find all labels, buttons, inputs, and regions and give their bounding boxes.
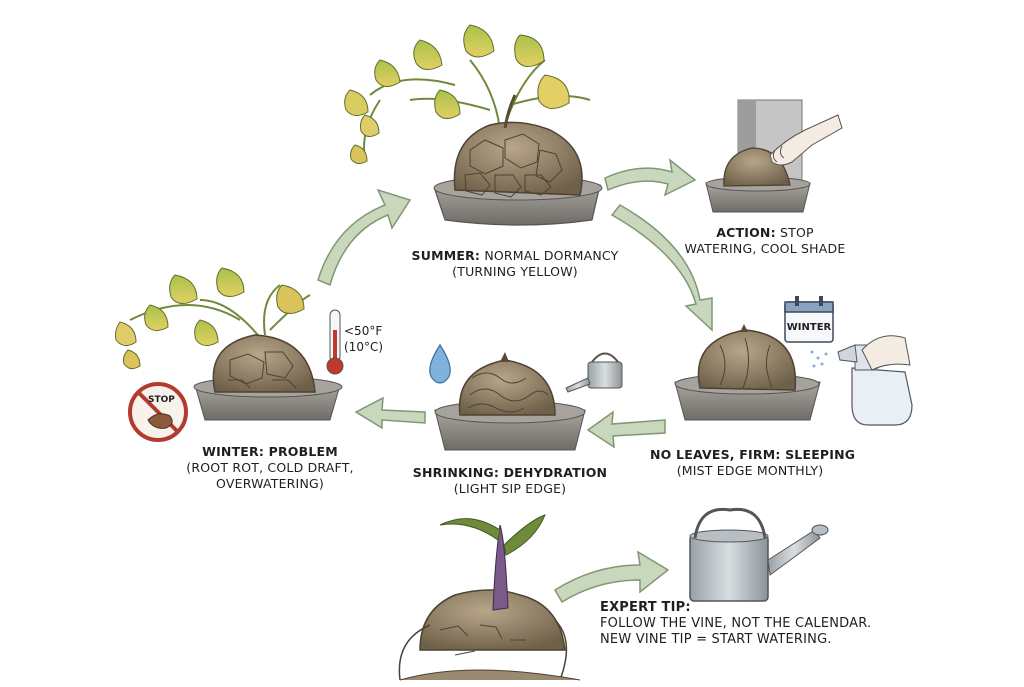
summer-label: SUMMER: NORMAL DORMANCY (TURNING YELLOW): [395, 248, 635, 280]
stop-sign-icon: [128, 382, 188, 442]
arrow-winter-to-summer: [317, 188, 412, 287]
thermometer-temp-c: (10°C): [344, 340, 383, 354]
action-label: ACTION: STOP WATERING, COOL SHADE: [680, 225, 850, 257]
shrinking-label: SHRINKING: DEHYDRATION (LIGHT SIP EDGE): [400, 465, 620, 497]
expert-tip: EXPERT TIP: FOLLOW THE VINE, NOT THE CAL…: [600, 600, 871, 648]
winter-problem-label-head: WINTER: PROBLEM: [202, 444, 338, 459]
thermometer-temp-f: <50°F: [344, 324, 382, 338]
action-plant-illustration: [705, 99, 843, 213]
small-watering-can-icon: [565, 352, 623, 393]
new-vine-tuber-illustration: [398, 514, 581, 681]
action-label-sub: WATERING, COOL SHADE: [684, 241, 846, 256]
water-drop-icon: [429, 343, 451, 384]
arrow-shrinking-to-winter: [354, 396, 426, 430]
action-label-head-rest: STOP: [779, 225, 814, 240]
calendar-icon: [784, 296, 834, 343]
spray-bottle-icon: [810, 335, 913, 426]
expert-tip-head: EXPERT TIP:: [600, 600, 691, 615]
winter-problem-label-sub1: (ROOT ROT, COLD DRAFT,: [186, 460, 354, 475]
sleeping-label-sub: (MIST EDGE MONTHLY): [676, 463, 824, 478]
large-watering-can-icon: [689, 507, 829, 602]
shrinking-label-sub: (LIGHT SIP EDGE): [453, 481, 567, 496]
shrinking-plant-illustration: [434, 352, 586, 451]
sleeping-label-head: NO LEAVES, FIRM: SLEEPING: [650, 447, 856, 462]
arrow-tip: [553, 550, 670, 604]
summer-label-head-rest: NORMAL DORMANCY: [484, 248, 619, 263]
arrow-action-to-sleeping: [610, 204, 713, 332]
expert-tip-line1: FOLLOW THE VINE, NOT THE CALENDAR.: [600, 616, 872, 631]
calendar-text: WINTER: [787, 322, 832, 333]
shrinking-label-head: SHRINKING: DEHYDRATION: [412, 465, 608, 480]
arrow-summer-to-action: [604, 158, 697, 197]
winter-problem-label: WINTER: PROBLEM (ROOT ROT, COLD DRAFT, O…: [170, 444, 370, 492]
summer-label-sub: (TURNING YELLOW): [452, 264, 578, 279]
summer-label-head: SUMMER:: [411, 248, 481, 263]
winter-problem-plant-illustration: [115, 267, 343, 421]
expert-tip-line2: NEW VINE TIP = START WATERING.: [600, 632, 832, 647]
sleeping-plant-illustration: [674, 324, 821, 421]
arrow-sleeping-to-shrinking: [586, 410, 666, 449]
winter-problem-label-sub2: OVERWATERING): [216, 476, 324, 491]
summer-plant-illustration: [344, 24, 603, 226]
sleeping-label: NO LEAVES, FIRM: SLEEPING (MIST EDGE MON…: [650, 447, 856, 479]
thermometer-icon: [326, 309, 344, 375]
stop-sign-text: STOP: [148, 395, 175, 405]
action-label-head: ACTION:: [716, 225, 776, 240]
